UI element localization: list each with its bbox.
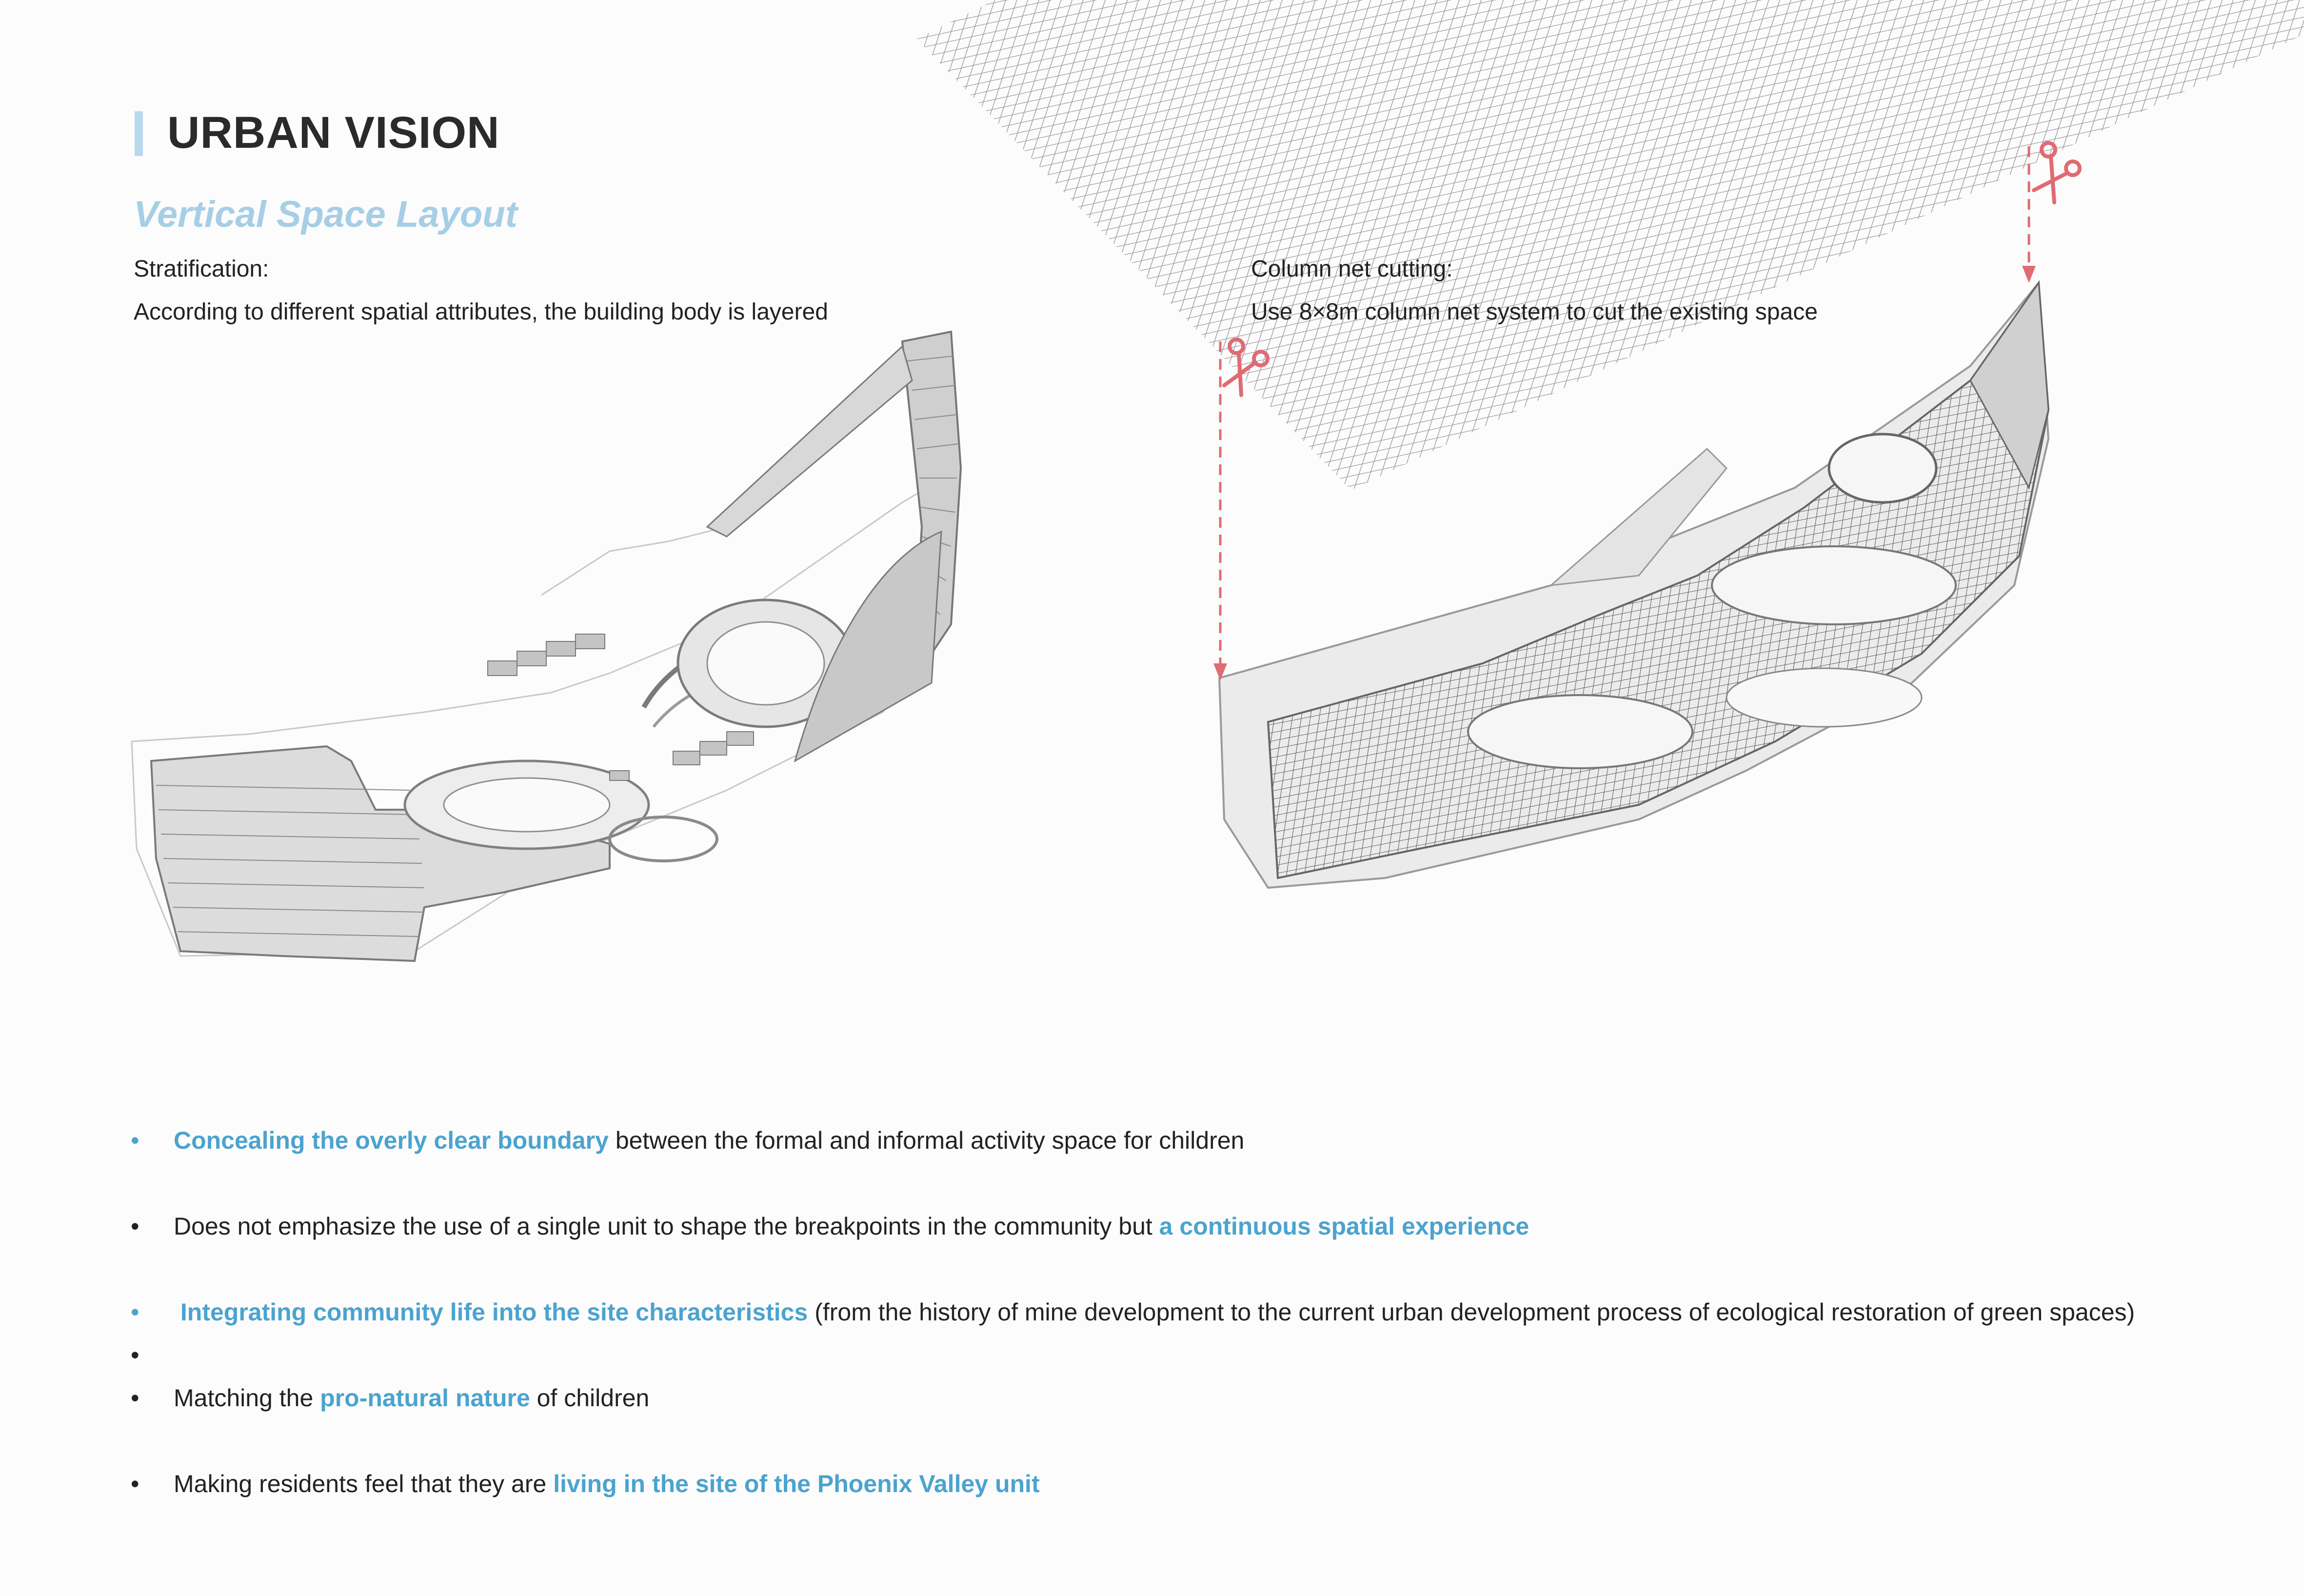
stratification-heading: Stratification: bbox=[134, 256, 269, 282]
bullet-highlight: living in the site of the Phoenix Valley… bbox=[553, 1470, 1040, 1497]
list-item: • Making residents feel that they are li… bbox=[131, 1468, 2228, 1500]
bullet-text: (from the history of mine development to… bbox=[808, 1298, 2135, 1326]
scissors-icon bbox=[2024, 139, 2087, 207]
bullet-text: Making residents feel that they are bbox=[174, 1470, 554, 1497]
list-item: • Matching the pro-natural nature of chi… bbox=[131, 1382, 2228, 1414]
title-accent-bar bbox=[135, 111, 143, 156]
stratification-axonometric bbox=[131, 330, 962, 962]
vision-bullet-list: • Concealing the overly clear boundary b… bbox=[131, 1124, 2228, 1500]
bullet-text: of children bbox=[530, 1384, 650, 1412]
bullet-dot: • bbox=[131, 1341, 139, 1369]
bullet-dot: • bbox=[131, 1384, 139, 1412]
bullet-text: Matching the bbox=[174, 1384, 320, 1412]
bullet-highlight: Integrating community life into the site… bbox=[174, 1298, 808, 1326]
bullet-dot: • bbox=[131, 1213, 139, 1240]
column-net-heading: Column net cutting: bbox=[1251, 256, 1453, 282]
bullet-text: Does not emphasize the use of a single u… bbox=[174, 1213, 1159, 1240]
list-item: • Integrating community life into the si… bbox=[131, 1296, 2228, 1328]
bullet-highlight: a continuous spatial experience bbox=[1159, 1213, 1529, 1240]
bullet-dot: • bbox=[131, 1127, 139, 1154]
bullet-text: between the formal and informal activity… bbox=[608, 1127, 1245, 1154]
section-subtitle: Vertical Space Layout bbox=[134, 194, 518, 235]
page-title: URBAN VISION bbox=[167, 108, 500, 158]
stratification-description: According to different spatial attribute… bbox=[134, 299, 828, 325]
list-item: • Does not emphasize the use of a single… bbox=[131, 1210, 2228, 1242]
scissors-icon bbox=[1217, 332, 1275, 400]
bullet-highlight: Concealing the overly clear boundary bbox=[174, 1127, 609, 1154]
list-item: • Concealing the overly clear boundary b… bbox=[131, 1124, 2228, 1157]
list-item: • bbox=[131, 1339, 2228, 1371]
bullet-highlight: pro-natural nature bbox=[320, 1384, 530, 1412]
bullet-dot: • bbox=[131, 1298, 139, 1326]
column-net-grid bbox=[917, 0, 2304, 490]
column-net-description: Use 8×8m column net system to cut the ex… bbox=[1251, 299, 1818, 325]
bullet-dot: • bbox=[131, 1470, 139, 1497]
column-net-axonometric bbox=[1213, 146, 2050, 889]
